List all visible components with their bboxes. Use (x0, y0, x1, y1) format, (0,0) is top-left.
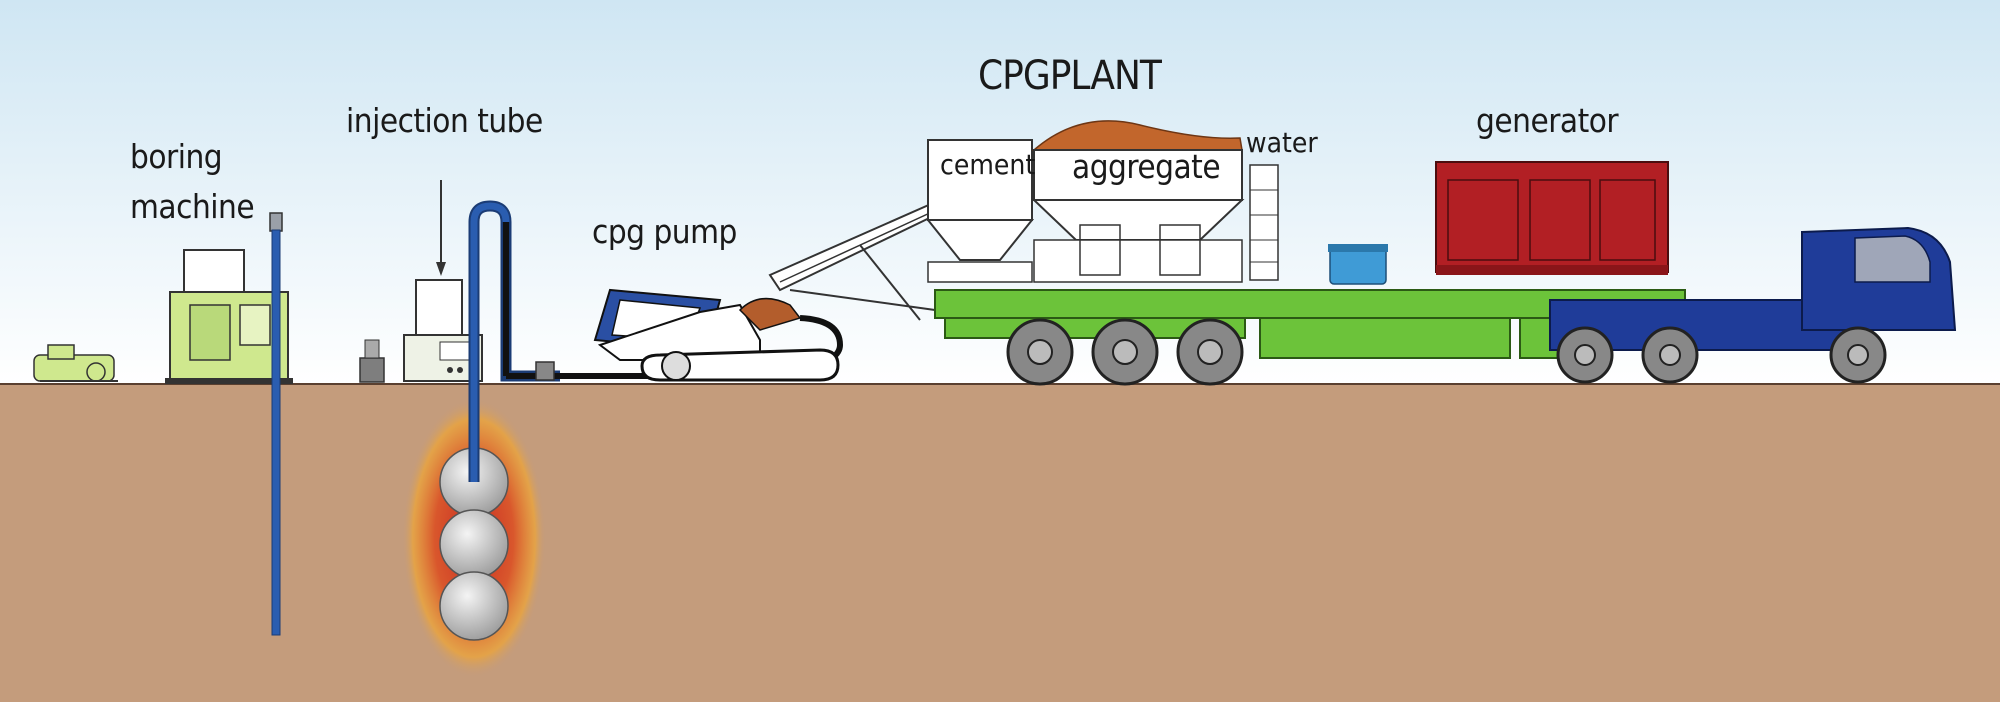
aggregate-hopper-icon (1031, 120, 1245, 283)
label-boring-machine-1: boring (130, 137, 223, 176)
label-injection-tube: injection tube (346, 101, 543, 140)
label-generator: generator (1476, 101, 1619, 140)
drill-rod-icon (269, 212, 283, 636)
label-boring-machine-2: machine (130, 187, 255, 226)
ground (0, 384, 2000, 702)
label-cement: cement (940, 148, 1036, 181)
boring-machine-icon (165, 249, 293, 384)
generator-icon (1435, 161, 1669, 275)
control-box-icon (359, 339, 385, 383)
trailer-icon (934, 289, 1686, 386)
injection-tube-icon (468, 200, 560, 482)
water-tank-icon (1249, 164, 1388, 285)
label-cpg-pump: cpg pump (592, 212, 737, 251)
cpg-pump-icon (593, 288, 840, 382)
label-aggregate: aggregate (1072, 147, 1221, 186)
small-excavator-icon (33, 344, 118, 382)
label-water: water (1246, 126, 1318, 159)
truck-tractor-icon (1549, 226, 1957, 384)
label-cpg-plant: CPGPLANT (978, 53, 1162, 99)
cement-silo-icon (925, 139, 1035, 283)
